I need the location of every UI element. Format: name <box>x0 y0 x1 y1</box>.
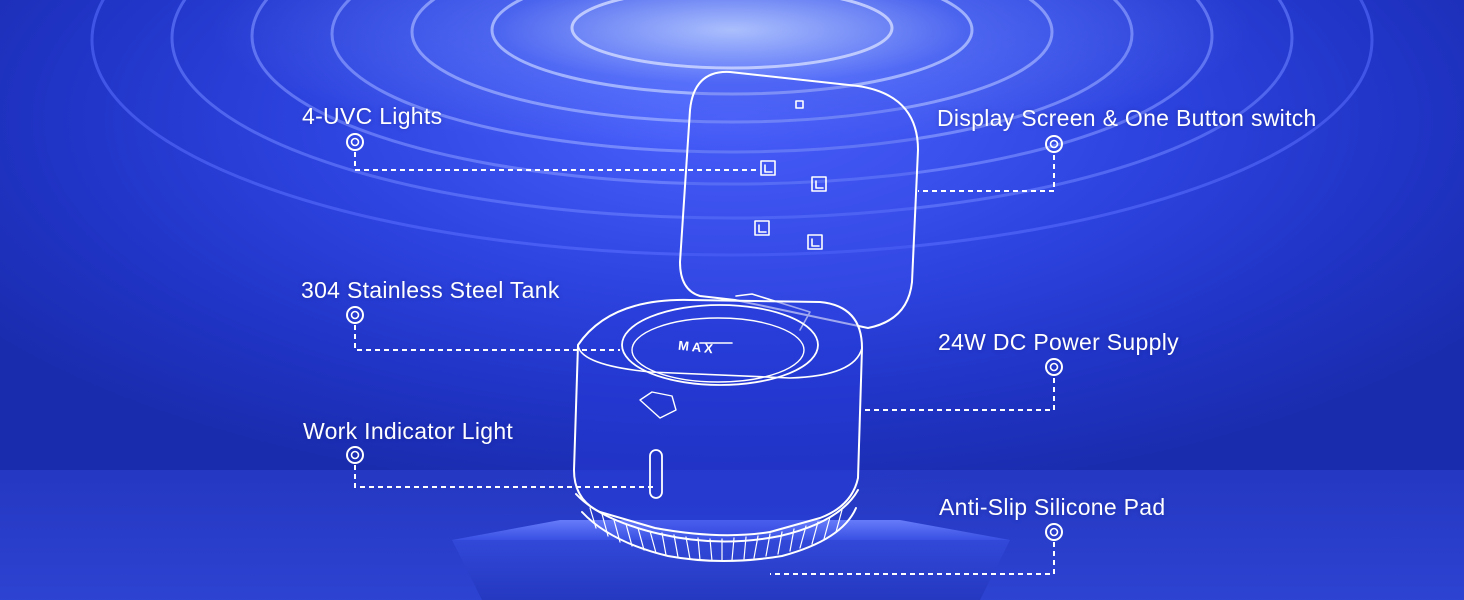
device-lid <box>679 70 919 331</box>
target-ring-icon <box>346 133 364 151</box>
ceiling-rings <box>90 0 1374 257</box>
callout-uvc-lights: 4-UVC Lights <box>302 103 443 129</box>
uv-lamp-icon <box>807 234 823 250</box>
pedestal <box>452 520 1010 600</box>
target-ring-icon <box>346 306 364 324</box>
callout-display-screen: Display Screen & One Button switch <box>937 105 1317 131</box>
power-supply-leader <box>862 378 1055 411</box>
uv-lamp-icon <box>760 160 776 176</box>
callout-power-supply: 24W DC Power Supply <box>938 329 1179 355</box>
display-screen-leader <box>918 155 1055 192</box>
tank-max-marking: MAX <box>677 338 716 357</box>
target-ring-icon <box>1045 135 1063 153</box>
target-ring-icon <box>346 446 364 464</box>
uvc-lights-leader <box>354 152 760 171</box>
target-ring-icon <box>1045 523 1063 541</box>
display-sensor-icon <box>795 100 804 109</box>
indicator-light-bar <box>649 449 663 499</box>
target-ring-icon <box>1045 358 1063 376</box>
callout-indicator-light: Work Indicator Light <box>303 418 514 444</box>
uv-lamp-icon <box>754 220 770 236</box>
uv-lamp-icon <box>811 176 827 192</box>
steel-tank-leader <box>354 325 620 351</box>
indicator-light-leader <box>354 465 655 488</box>
silicone-pad-leader <box>770 542 1055 575</box>
callout-silicone-pad: Anti-Slip Silicone Pad <box>939 494 1166 520</box>
callout-steel-tank: 304 Stainless Steel Tank <box>301 277 560 303</box>
silicone-pad <box>575 489 859 562</box>
uv-light-array <box>754 100 827 250</box>
